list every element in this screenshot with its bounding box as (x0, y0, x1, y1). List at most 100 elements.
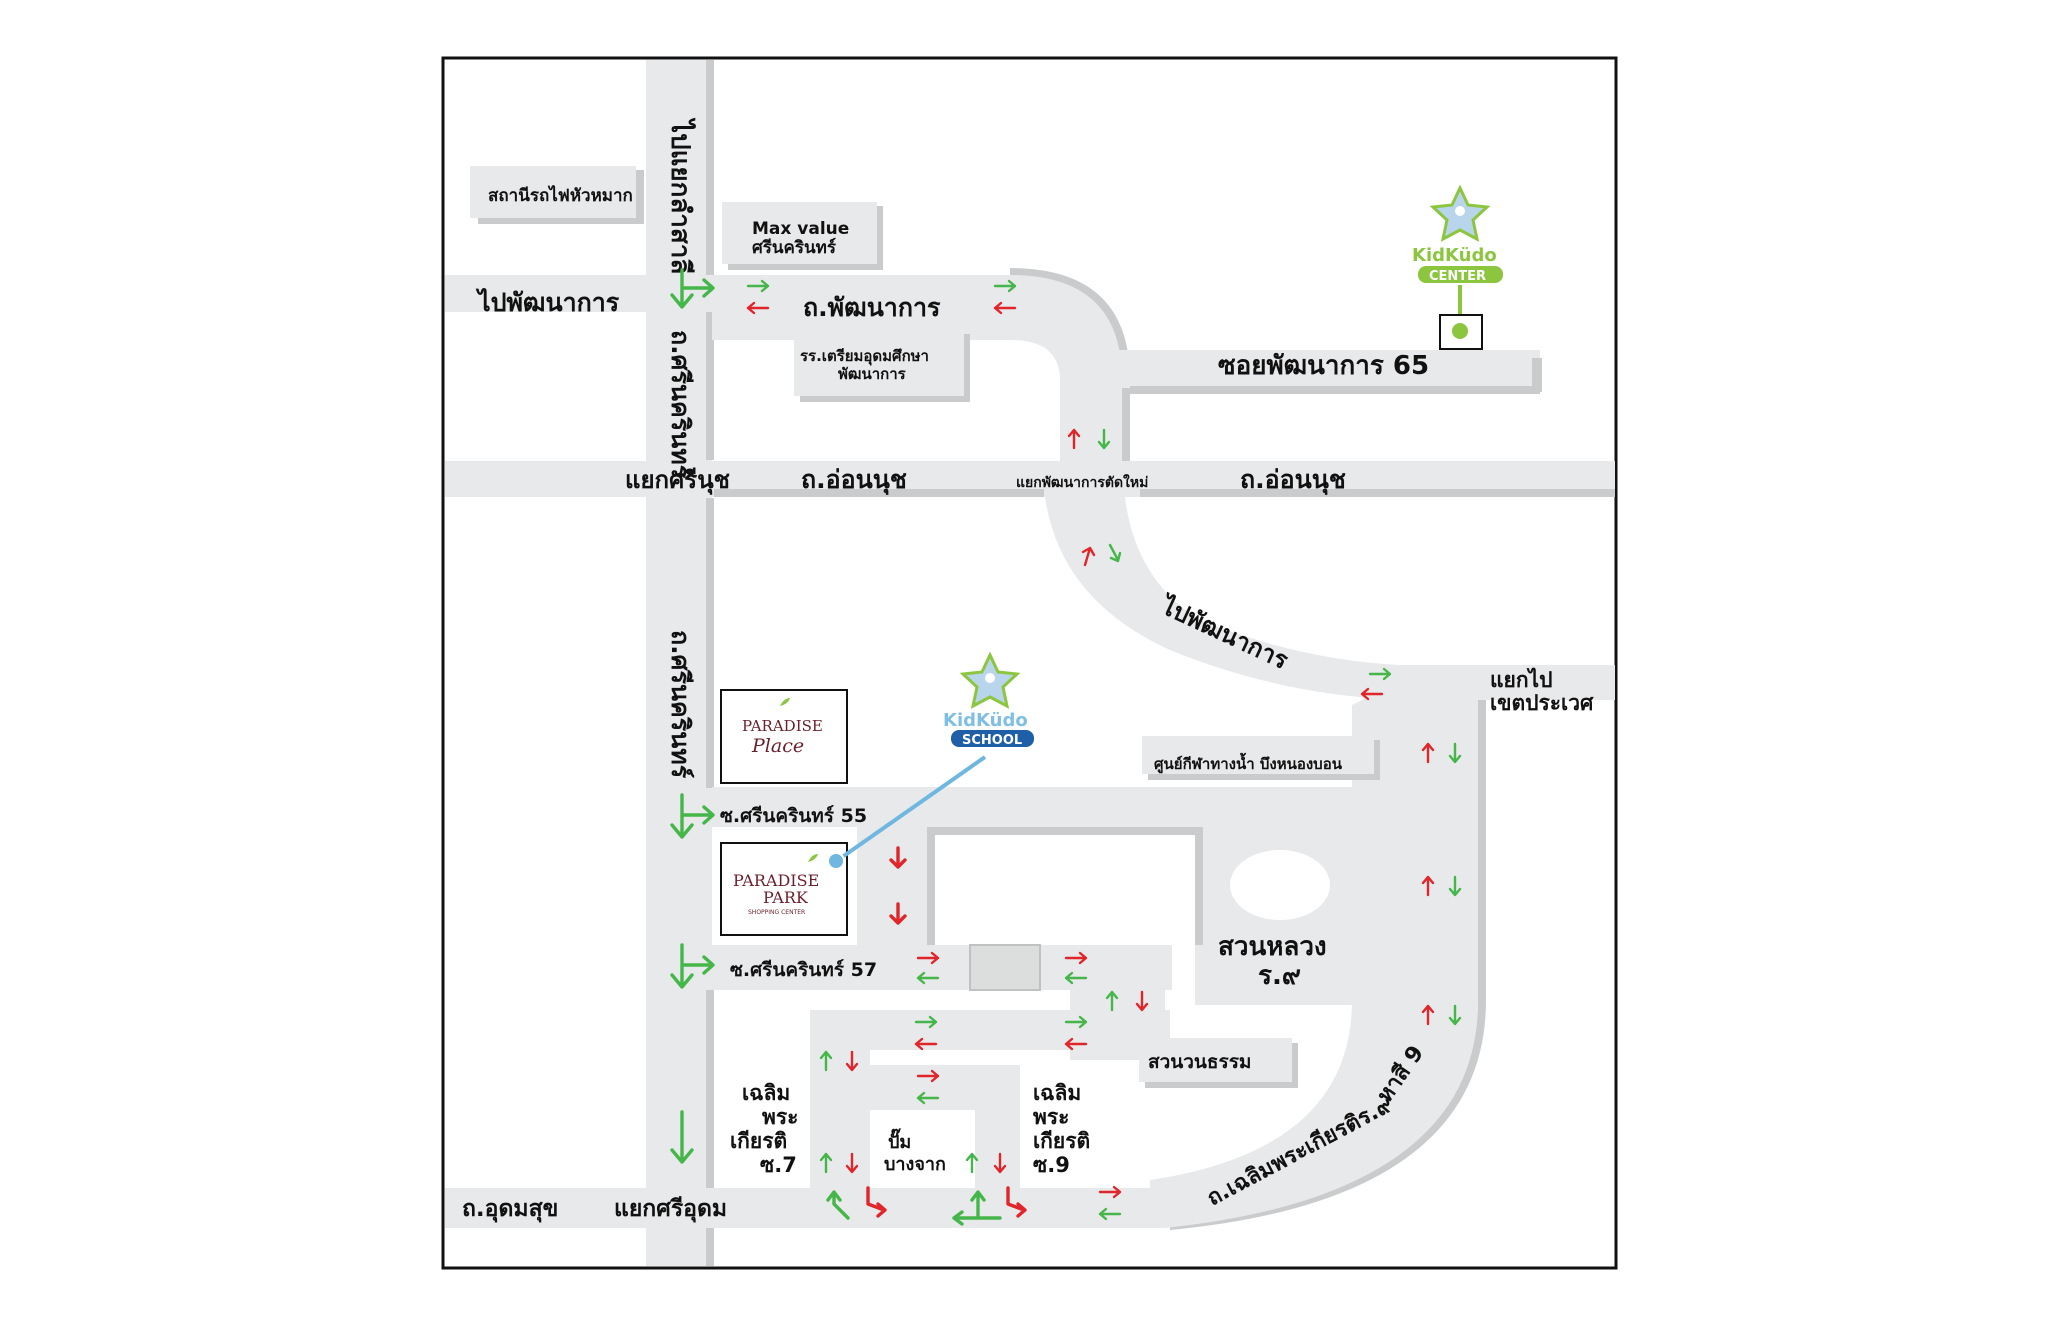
label-chaloem-7-2: พระ (762, 1105, 798, 1129)
paradise-park-line2: PARK (763, 888, 809, 907)
box-max-value (722, 202, 877, 264)
label-suan-luang-2: ร.๙ (1258, 961, 1301, 991)
label-to-prawet-1: แยกไป (1490, 667, 1552, 692)
center-tag: CENTER (1429, 269, 1486, 284)
school-brand: KidKüdo (943, 710, 1028, 731)
box-school-prep (794, 330, 964, 396)
kidkudo-school-logo: KidKüdo SCHOOL (943, 651, 1034, 748)
soi-65-road-shadow (1532, 358, 1542, 392)
chaloem-road-main (1150, 700, 1478, 1228)
arrow-pair (916, 1069, 940, 1105)
label-to-prawet-2: เขตประเวศ (1490, 691, 1594, 715)
paradise-park-line1: PARADISE (733, 871, 819, 890)
park-loop-left (857, 827, 927, 945)
label-soi-phatthanakan-65: ซอยพัฒนาการ 65 (1218, 351, 1429, 381)
direction-arrows (670, 268, 1462, 1226)
arrow-pair (819, 1152, 859, 1174)
label-to-phatthanakan-left: ไปพัฒนาการ (475, 287, 620, 317)
label-chaloem-7-1: เฉลิม (742, 1081, 790, 1105)
arrow-turn-green (670, 268, 715, 309)
bridge (969, 944, 1041, 991)
roads (445, 60, 1615, 1266)
label-chaloem-7-4: ซ.7 (760, 1153, 797, 1177)
label-srinakarin-upper: ถ.ศรีนครินทร์ (666, 330, 695, 479)
label-suan-luang-1: สวนหลวง (1218, 932, 1327, 962)
arrow-pair (1098, 1185, 1122, 1221)
paradise-place-line2: Place (751, 735, 804, 757)
center-pin-dot (1452, 323, 1468, 339)
arrow-down-green (670, 1110, 694, 1164)
label-sri-udom: แยกศรีอุดม (614, 1196, 727, 1223)
label-chaloem-7-3: เกียรติ (730, 1129, 787, 1153)
box-hua-mak (470, 166, 636, 218)
school-pin-line (836, 755, 987, 862)
arrow-pair (965, 1152, 1007, 1174)
school-pin-dot (827, 852, 845, 870)
label-school-prep-2: พัฒนาการ (838, 365, 907, 383)
arrow-pair (1064, 951, 1088, 985)
kidkudo-center-logo: KidKüdo CENTER (1412, 184, 1503, 350)
chaloem-road-vertical (1150, 680, 1402, 1225)
arrow-u-turn (952, 1186, 1027, 1226)
arrow-pair (993, 279, 1017, 315)
label-max-value-1: Max value (752, 219, 849, 239)
box-wana-tham (1139, 1038, 1292, 1082)
on-nut-road-shadow (714, 489, 1044, 497)
soi-65-road (1114, 350, 1540, 388)
soi-57-road (712, 945, 1172, 990)
arrow-pair (746, 279, 770, 315)
paradise-place-logo: PARADISE Place (720, 689, 848, 784)
srinakarin-road-shadow (706, 60, 714, 460)
park-inner-shadow (927, 827, 1195, 835)
arrow-pair (819, 1050, 859, 1072)
arrow-down-red (889, 902, 907, 925)
arrow-pair (1105, 990, 1149, 1012)
label-chaloem-9-3: เกียรติ (1033, 1129, 1090, 1153)
label-on-nut-right: ถ.อ่อนนุช (1240, 465, 1346, 496)
label-boxes (470, 166, 1380, 1088)
label-school-prep-1: รร.เตรียมอุดมศึกษา (800, 347, 929, 366)
lower-road-d (870, 1065, 1020, 1110)
arrow-pair (1360, 667, 1392, 701)
srinakarin-road-shadow (706, 990, 714, 1266)
udom-suk-road (445, 1188, 1165, 1228)
paradise-park-logo: PARADISE PARK SHOPPING CENTER (720, 842, 848, 936)
on-nut-road-shadow (1140, 489, 1615, 497)
label-suan-wana-tham: สวนวนธรรม (1148, 1051, 1251, 1073)
label-on-nut-left: ถ.อ่อนนุช (801, 465, 907, 496)
arrow-turn-green (670, 943, 715, 989)
box-nong-bon (1142, 736, 1374, 774)
arrow-pair (1064, 1015, 1088, 1051)
soi-65-road-shadow (1130, 386, 1540, 394)
label-soi-55: ซ.ศรีนครินทร์ 55 (720, 805, 867, 827)
label-hua-mak-station: สถานีรถไฟหัวหมาก (488, 185, 633, 206)
label-udom-suk: ถ.อุดมสุข (462, 1196, 558, 1223)
arrow-pair (1421, 875, 1462, 897)
paradise-place-line1: PARADISE (742, 717, 823, 735)
park-inner-shadow (1195, 827, 1203, 945)
label-soi-57: ซ.ศรีนครินทร์ 57 (730, 959, 877, 981)
label-srinut-junction: แยกศรีนุช (625, 466, 730, 496)
pump-block (880, 1110, 960, 1188)
arrow-pair (916, 951, 940, 985)
school-tag: SCHOOL (962, 733, 1022, 748)
arrow-turn-green (670, 793, 715, 839)
paradise-park-line3: SHOPPING CENTER (748, 909, 805, 916)
label-phatthanakan-road: ถ.พัฒนาการ (803, 293, 941, 322)
label-to-lat-krabang: ไปแยกลำสาลี (665, 117, 697, 274)
label-phatthanakan-new-junction: แยกพัฒนาการตัดใหม่ (1016, 473, 1148, 491)
arrow-down-red (889, 846, 907, 869)
center-brand: KidKüdo (1412, 245, 1497, 266)
arrow-u-turn (826, 1186, 887, 1220)
phatthanakan-diagonal-road (1045, 497, 1615, 700)
label-pump-2: บางจาก (884, 1154, 946, 1175)
label-pump-1: ปั๊ม (888, 1128, 911, 1153)
park-inner-shadow (927, 835, 935, 945)
label-chaloem-9-4: ซ.9 (1033, 1153, 1070, 1177)
srinakarin-road (646, 60, 712, 1266)
lower-road-b (810, 1010, 870, 1190)
label-srinakarin-lower: ถ.ศรีนครินทร์ (666, 630, 695, 779)
arrow-pair (1421, 1004, 1462, 1026)
srinakarin-road-shadow (706, 498, 714, 788)
